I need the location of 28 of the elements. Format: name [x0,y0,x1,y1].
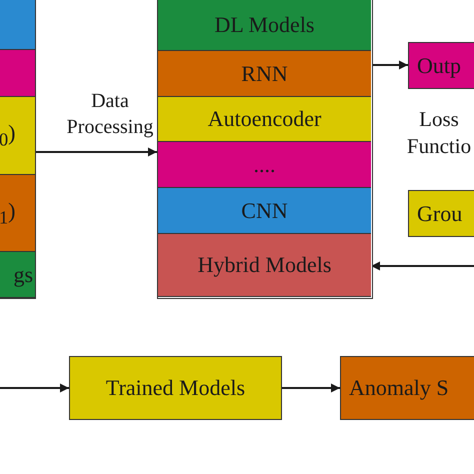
process-box [158,234,371,297]
process-box [158,51,371,97]
process-box [158,142,371,188]
process-box [0,252,35,298]
process-box [158,0,371,51]
node-label: Trained Models [106,377,246,399]
node-label: Hybrid Models [198,254,332,276]
node-label: Anomaly S [349,377,449,399]
node-label: Grou [417,202,462,224]
process-box [0,175,35,252]
process-box [158,97,371,142]
process-box [69,356,282,420]
node-label: $_{0}$) [0,122,16,149]
node-label: .... [254,154,276,176]
node-label: RNN [241,62,288,84]
process-box [0,97,35,175]
process-box [340,356,474,420]
node-label: CNN [241,200,288,222]
node-label: Outp [417,54,461,76]
empty-box [0,0,36,299]
node-label: DL Models [214,14,314,36]
empty-box [157,0,373,299]
process-box [408,190,474,237]
process-box [408,42,474,89]
node-label: gs [13,264,33,286]
process-box [158,188,371,234]
node-label: $_{1}$) [0,200,16,226]
node-label: Autoencoder [208,108,322,130]
